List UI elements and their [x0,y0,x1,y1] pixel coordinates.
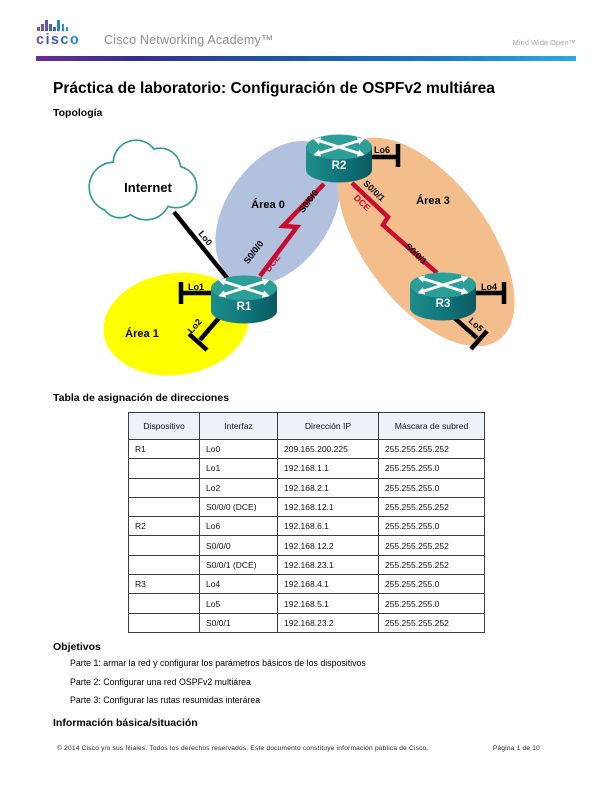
cell-device [128,477,200,498]
page-title: Práctica de laboratorio: Configuración d… [53,80,495,97]
objectives-heading: Objetivos [53,641,101,653]
lo1-label: Lo1 [188,282,204,292]
cell-mask: 255.255.255.252 [378,612,485,633]
cell-interface: Lo0 [199,438,278,460]
lo0-line [172,210,234,286]
cell-ip: 192.168.2.1 [277,477,379,498]
cell-interface: Lo6 [199,516,278,537]
cell-device [128,496,200,518]
cell-ip: 192.168.5.1 [277,593,379,614]
cell-device [128,535,200,556]
page-footer: © 2014 Cisco y/o sus filiales. Todos los… [57,745,540,752]
cell-device [128,554,200,576]
router-r2: R2 [304,133,374,184]
cell-mask: 255.255.255.252 [378,554,485,576]
cell-ip: 192.168.4.1 [277,574,379,595]
cell-interface: S0/0/0 (DCE) [199,496,278,518]
lo6-label: Lo6 [374,145,390,155]
cell-device: R1 [128,438,200,460]
cell-interface: Lo1 [199,458,278,479]
serial-link-r1-r2 [258,182,326,278]
page-number: Página 1 de 10 [492,745,540,752]
area1-label: Área 1 [125,327,159,340]
address-table-heading: Tabla de asignación de direcciones [53,392,230,404]
cell-interface: Lo2 [199,477,278,498]
cell-interface: S0/0/1 [199,612,278,633]
cell-mask: 255.255.255.0 [378,477,485,498]
cell-mask: 255.255.255.252 [378,438,485,460]
col-header-ip: Dirección IP [277,412,379,440]
internet-cloud [88,139,198,221]
col-header-interface: Interfaz [199,412,278,440]
background-heading: Información básica/situación [53,717,198,729]
cell-device [128,593,200,614]
cell-interface: S0/0/0 [199,535,278,556]
col-header-mask: Máscara de subred [378,412,485,440]
cell-interface: Lo4 [199,574,278,595]
cell-device: R2 [128,516,200,537]
cisco-wordmark: cisco [36,32,81,48]
cell-mask: 255.255.255.0 [378,516,485,537]
router-r3-label: R3 [436,298,451,310]
objective-item: Parte 1: armar la red y configurar los p… [70,658,366,668]
cell-device: R3 [128,574,200,595]
cell-ip: 192.168.6.1 [277,516,379,537]
lo4-label: Lo4 [481,282,497,292]
cell-mask: 255.255.255.0 [378,458,485,479]
area0-ellipse [215,140,341,286]
objectives-list: Parte 1: armar la red y configurar los p… [70,654,366,710]
brand-text: Cisco Networking Academy™ [104,33,274,47]
cell-ip: 192.168.23.2 [277,612,379,633]
cell-mask: 255.255.255.252 [378,496,485,518]
cell-ip: 192.168.1.1 [277,458,379,479]
table-header-row: Dispositivo Interfaz Dirección IP Máscar… [128,412,485,440]
serial-link-r2-r3 [350,181,439,275]
cell-mask: 255.255.255.0 [378,574,485,595]
tagline-text: Mind Wide Open™ [512,38,576,47]
cell-mask: 255.255.255.252 [378,535,485,556]
lo2-bar [187,332,209,352]
cell-mask: 255.255.255.0 [378,593,485,614]
cell-interface: Lo5 [199,593,278,614]
header-divider [36,56,576,61]
cell-ip: 192.168.23.1 [277,554,379,576]
router-r1-label: R1 [237,301,252,313]
cell-ip: 209.165.200.225 [277,438,379,460]
cell-device [128,612,200,633]
cell-ip: 192.168.12.2 [277,535,379,556]
area3-label: Área 3 [416,194,450,207]
cisco-logo-icon [37,20,69,31]
cell-interface: S0/0/1 (DCE) [199,554,278,576]
cell-device [128,458,200,479]
address-table: Dispositivo Interfaz Dirección IP Máscar… [128,412,485,633]
router-r2-label: R2 [332,160,347,172]
lo5-bar [469,329,489,351]
area0-label: Área 0 [251,198,285,211]
topology-heading: Topología [53,107,103,119]
col-header-device: Dispositivo [128,412,200,440]
router-r3: R3 [408,271,478,322]
cell-ip: 192.168.12.1 [277,496,379,518]
copyright-text: © 2014 Cisco y/o sus filiales. Todos los… [57,745,429,752]
objective-item: Parte 2: Configurar una red OSPFv2 multi… [70,676,251,687]
router-r1: R1 [209,274,279,325]
objective-item: Parte 3: Configurar las rutas resumidas … [70,695,261,706]
topology-diagram: Área 0 Área 3 Área 1 Internet [88,133,515,376]
loopback-links [172,144,507,352]
internet-label: Internet [124,180,172,195]
